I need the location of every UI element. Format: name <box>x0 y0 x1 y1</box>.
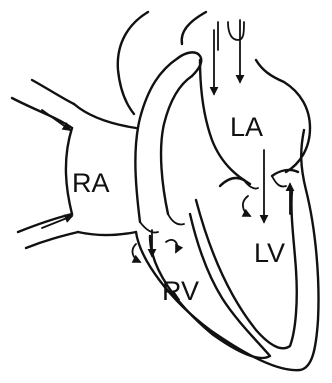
lv-curl-arrow <box>243 196 250 216</box>
label-la: LA <box>230 112 263 142</box>
rv-curl-arrow-right <box>166 240 177 252</box>
label-ra: RA <box>72 168 110 198</box>
pulmonary-artery <box>135 52 201 222</box>
label-rv: RV <box>162 276 199 306</box>
label-lv: LV <box>254 238 285 268</box>
mitral-valve <box>244 176 286 189</box>
inferior-vena-cava <box>18 214 78 248</box>
svc-inflow-arrow <box>42 110 70 130</box>
superior-vena-cava <box>12 80 74 128</box>
aorta <box>118 12 206 114</box>
tricuspid-valve <box>140 214 184 233</box>
